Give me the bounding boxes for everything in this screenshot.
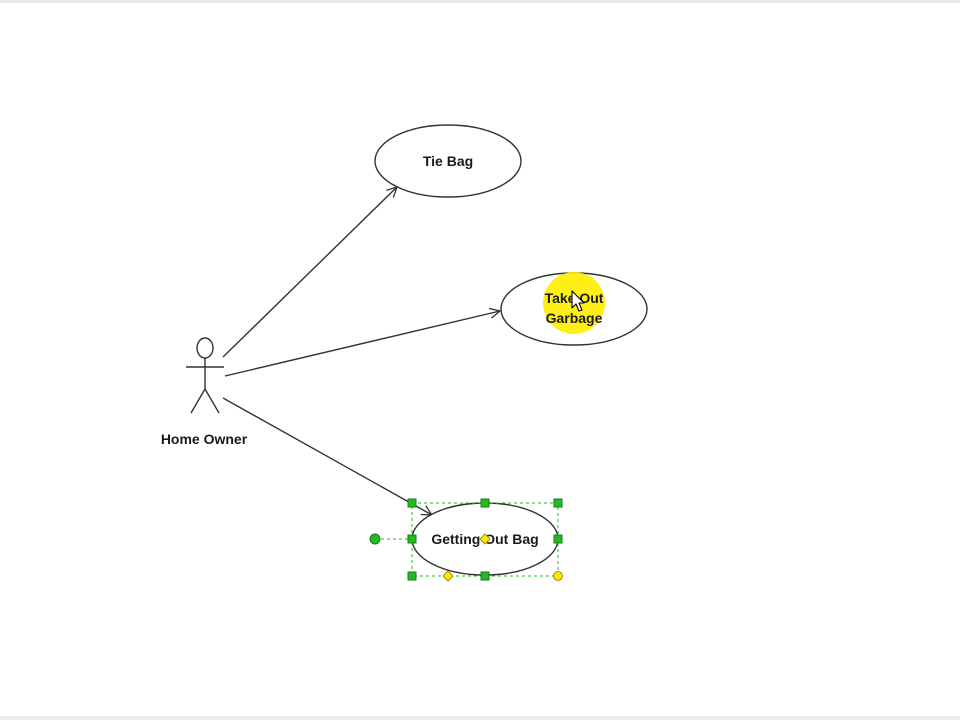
use-case-tie-bag-shape: [374, 124, 522, 198]
actor-head: [196, 337, 214, 359]
association-take-out-garbage[interactable]: [224, 311, 500, 377]
bottom-border: [0, 716, 960, 720]
association-getting-out-bag[interactable]: [222, 397, 432, 515]
mouse-cursor-icon: [571, 290, 585, 312]
resize-handle-middle-left[interactable]: [407, 534, 417, 544]
top-border: [0, 0, 960, 3]
resize-handle-bottom-left[interactable]: [407, 571, 417, 581]
control-point-bottom[interactable]: [442, 570, 454, 582]
use-case-tie-bag-label: Tie Bag: [423, 153, 473, 169]
actor-home-owner[interactable]: Home Owner: [161, 337, 248, 447]
use-case-take-out-garbage-label-line2: Garbage: [546, 310, 603, 326]
association-tie-bag[interactable]: [222, 187, 397, 358]
resize-handle-top-center[interactable]: [480, 498, 490, 508]
use-case-tie-bag[interactable]: Tie Bag: [374, 124, 522, 198]
control-point-bottom-right[interactable]: [553, 571, 563, 581]
selection-frame[interactable]: [369, 498, 563, 582]
control-point-center[interactable]: [479, 533, 491, 545]
actor-left-leg: [190, 388, 206, 414]
resize-handle-bottom-center[interactable]: [480, 571, 490, 581]
use-case-take-out-garbage[interactable]: Take Out Garbage: [500, 272, 648, 346]
rotation-handle[interactable]: [369, 533, 381, 545]
resize-handle-top-left[interactable]: [407, 498, 417, 508]
actor-right-leg: [204, 388, 220, 414]
actor-label: Home Owner: [161, 431, 248, 447]
resize-handle-middle-right[interactable]: [553, 534, 563, 544]
resize-handle-top-right[interactable]: [553, 498, 563, 508]
